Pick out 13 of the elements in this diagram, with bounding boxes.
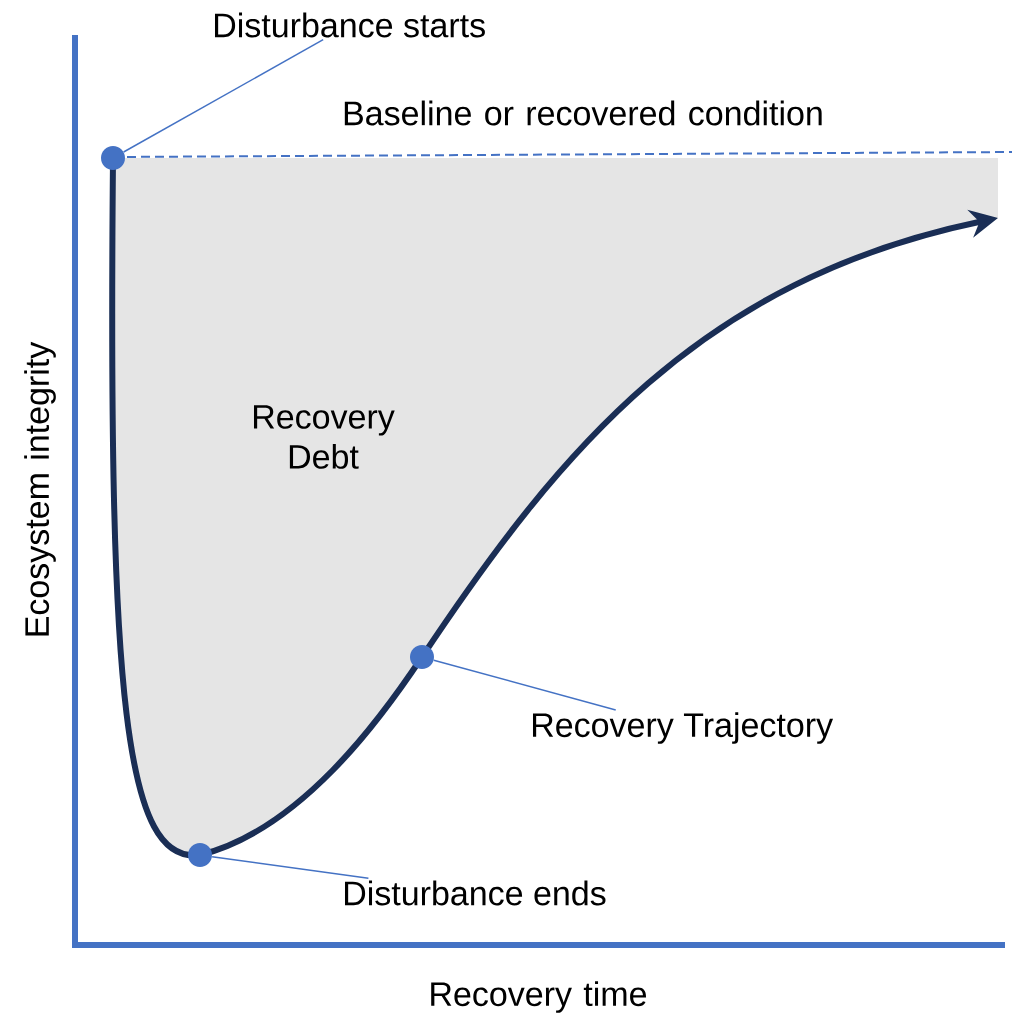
axis-label: Ecosystem integrity	[24, 341, 56, 636]
point-marker	[188, 843, 212, 867]
leader-line	[433, 659, 617, 711]
area-label: Recovery Debt	[254, 405, 395, 469]
point-marker	[101, 146, 125, 170]
axis-label: Recovery time	[431, 981, 647, 1013]
callout-text: Disturbance ends	[345, 880, 606, 906]
callout-text: Disturbance starts	[215, 12, 485, 38]
point-marker	[410, 645, 434, 669]
leader-line	[211, 855, 370, 880]
axis-note: Baseline or recovered condition	[344, 100, 822, 126]
leader-line	[122, 38, 324, 153]
callout-text: Recovery Trajectory	[533, 712, 834, 744]
